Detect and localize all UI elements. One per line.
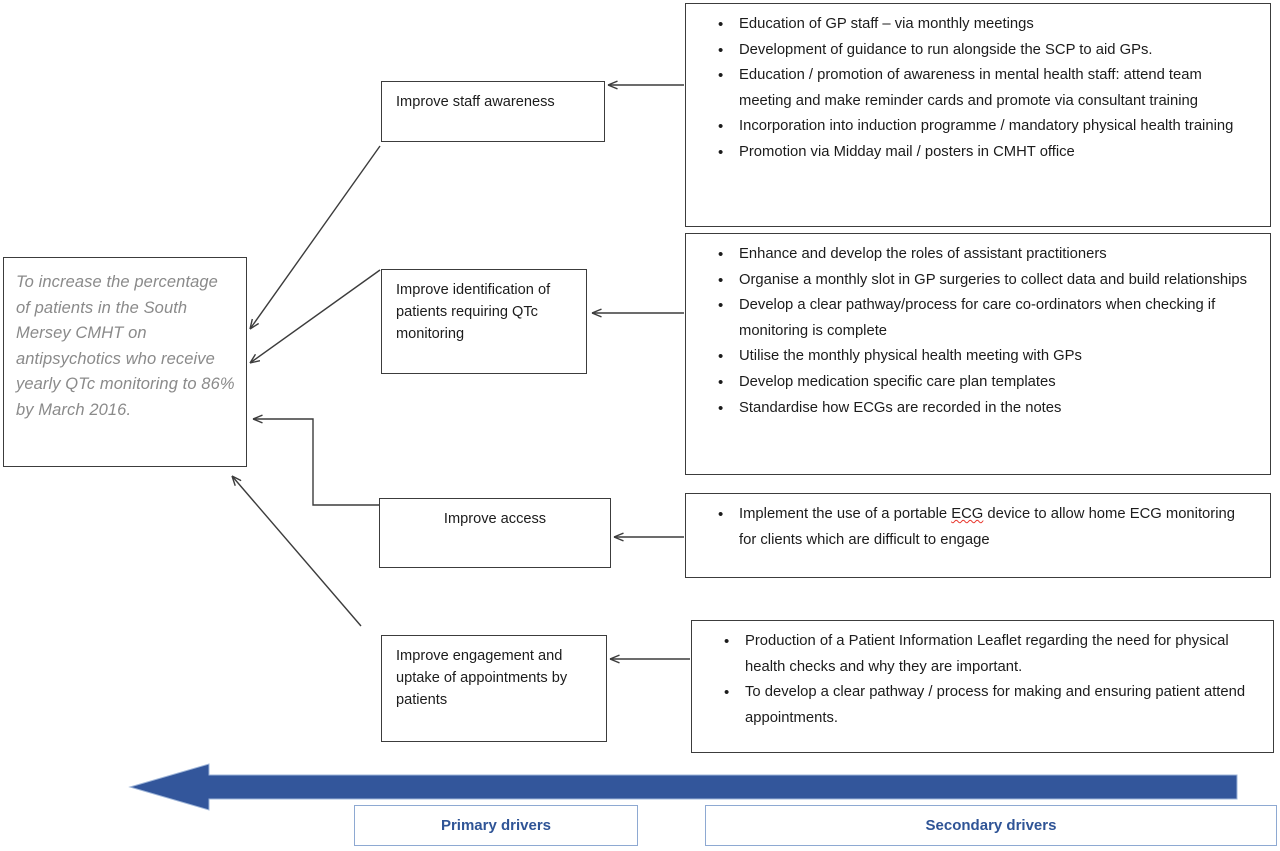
- bullet-item: Incorporation into induction programme /…: [696, 114, 1254, 140]
- bullet-item: Utilise the monthly physical health meet…: [696, 344, 1254, 370]
- primary-driver-label: Improve staff awareness: [396, 94, 555, 110]
- bullet-item: Enhance and develop the roles of assista…: [696, 242, 1254, 268]
- primary-driver-label: Improve engagement and uptake of appoint…: [396, 648, 568, 708]
- bullet-item: Production of a Patient Information Leaf…: [702, 629, 1257, 680]
- aim-statement-text: To increase the percentage of patients i…: [16, 273, 235, 419]
- legend-primary-label: Primary drivers: [440, 817, 552, 834]
- secondary-driver-bullet-list: Enhance and develop the roles of assista…: [696, 242, 1254, 421]
- bullet-item: Development of guidance to run alongside…: [696, 38, 1254, 64]
- legend-secondary-label: Secondary drivers: [925, 817, 1057, 834]
- bullet-item: Develop a clear pathway/process for care…: [696, 293, 1254, 344]
- bullet-item: Education of GP staff – via monthly meet…: [696, 12, 1254, 38]
- secondary-driver-bullet-list: Production of a Patient Information Leaf…: [702, 629, 1257, 731]
- bullet-item: Promotion via Midday mail / posters in C…: [696, 140, 1254, 166]
- primary-driver-box-staff-awareness[interactable]: Improve staff awareness: [381, 81, 605, 142]
- legend-secondary-drivers: Secondary drivers: [705, 805, 1277, 846]
- secondary-driver-bullet-list: Implement the use of a portable ECG devi…: [696, 502, 1254, 553]
- bullet-item: Organise a monthly slot in GP surgeries …: [696, 268, 1254, 294]
- aim-statement-box: To increase the percentage of patients i…: [3, 257, 247, 467]
- secondary-driver-box-identification[interactable]: Enhance and develop the roles of assista…: [685, 233, 1271, 475]
- connector-primary1-to-aim: [250, 145, 381, 329]
- primary-driver-box-engagement[interactable]: Improve engagement and uptake of appoint…: [381, 635, 607, 742]
- direction-arrow-left: [128, 763, 1238, 811]
- bullet-item: To develop a clear pathway / process for…: [702, 680, 1257, 731]
- bullet-item: Standardise how ECGs are recorded in the…: [696, 396, 1254, 422]
- secondary-driver-box-staff-awareness[interactable]: Education of GP staff – via monthly meet…: [685, 3, 1271, 227]
- secondary-driver-box-engagement[interactable]: Production of a Patient Information Leaf…: [691, 620, 1274, 753]
- primary-driver-box-access[interactable]: Improve access: [379, 498, 611, 568]
- primary-driver-label: Improve access: [443, 511, 547, 527]
- connector-primary2-to-aim: [250, 269, 381, 363]
- secondary-driver-bullet-list: Education of GP staff – via monthly meet…: [696, 12, 1254, 166]
- spellcheck-underline: ECG: [951, 506, 984, 522]
- primary-driver-label: Improve identification of patients requi…: [396, 282, 551, 342]
- bullet-item: Implement the use of a portable ECG devi…: [696, 502, 1254, 553]
- bullet-item: Develop medication specific care plan te…: [696, 370, 1254, 396]
- primary-driver-box-identification[interactable]: Improve identification of patients requi…: [381, 269, 587, 374]
- legend-primary-drivers: Primary drivers: [354, 805, 638, 846]
- connector-primary4-to-aim: [232, 476, 362, 627]
- connector-primary3-to-aim: [253, 419, 379, 506]
- bullet-item: Education / promotion of awareness in me…: [696, 63, 1254, 114]
- secondary-driver-box-access[interactable]: Implement the use of a portable ECG devi…: [685, 493, 1271, 578]
